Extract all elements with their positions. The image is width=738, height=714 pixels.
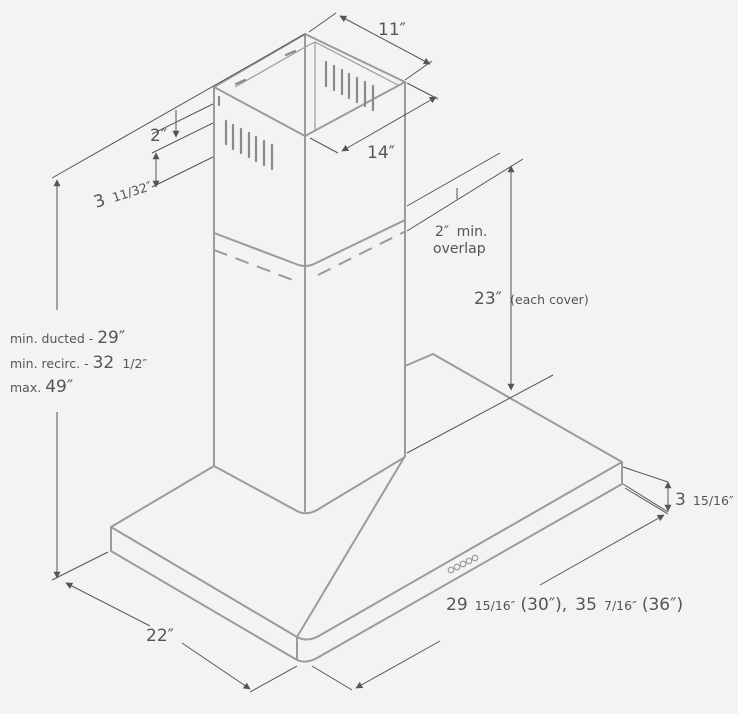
width1-fraction: 15/16″: [475, 598, 516, 613]
side-vent-slots: [217, 60, 375, 171]
vent-gap-label: 2″: [150, 126, 167, 146]
depth-label: 22″: [146, 626, 174, 646]
canopy-left-front: [110, 526, 298, 661]
width1-nominal: (30″),: [521, 595, 568, 615]
canopy-front-edge: [110, 461, 623, 663]
width2-fraction: 7/16″: [604, 598, 637, 613]
top-slots: [234, 49, 297, 86]
top-width-label: 11″: [378, 20, 406, 40]
thickness-whole: 3: [675, 490, 686, 510]
lower-cover: [213, 204, 406, 512]
cover-value: 23″: [474, 289, 502, 309]
control-buttons: [447, 554, 479, 574]
height-recirc-label: min. recirc. - 32 1/2″: [10, 353, 147, 373]
vent-height-whole: 3: [91, 190, 107, 212]
top-depth-label: 14″: [367, 143, 395, 163]
width2-whole: 35: [575, 595, 597, 615]
overlap-value: 2″: [435, 224, 449, 240]
max-value: 49″: [45, 377, 73, 397]
width-label: 29 15/16″ (30″), 35 7/16″ (36″): [446, 595, 683, 615]
cover-label: 23″ (each cover): [474, 289, 589, 309]
canopy-collar: [213, 456, 406, 515]
ducted-text: min. ducted -: [10, 331, 97, 346]
chimney: [213, 33, 406, 512]
overlap-min: min.: [457, 224, 488, 240]
upper-cover: [213, 81, 406, 269]
width1-whole: 29: [446, 595, 468, 615]
recirc-text: min. recirc. -: [10, 356, 93, 371]
dimension-lines: [51, 12, 672, 693]
overlap-word: overlap: [433, 241, 486, 257]
cover-note: (each cover): [510, 292, 589, 307]
thickness-fraction: 15/16″: [693, 493, 734, 508]
ducted-value: 29″: [97, 328, 125, 348]
height-max-label: max. 49″: [10, 377, 73, 397]
dimension-labels: 11″ 14″ 2″ 3 11/32″ 2″ min. overlap 23″ …: [10, 20, 734, 646]
recirc-fraction: 1/2″: [122, 356, 147, 371]
cover-joint: [213, 219, 406, 267]
height-ducted-label: min. ducted - 29″: [10, 328, 125, 348]
overlap-label: 2″ min. overlap: [433, 224, 492, 257]
overlap-hidden-edge: [213, 231, 405, 283]
vent-height-label: 3 11/32″: [91, 175, 154, 213]
max-text: max.: [10, 380, 45, 395]
recirc-value: 32: [93, 353, 115, 373]
canopy: [110, 353, 623, 663]
canopy-thickness-label: 3 15/16″: [675, 490, 734, 510]
width2-nominal: (36″): [642, 595, 683, 615]
upper-cover-top: [213, 33, 406, 137]
vent-height-fraction: 11/32″: [110, 178, 154, 205]
